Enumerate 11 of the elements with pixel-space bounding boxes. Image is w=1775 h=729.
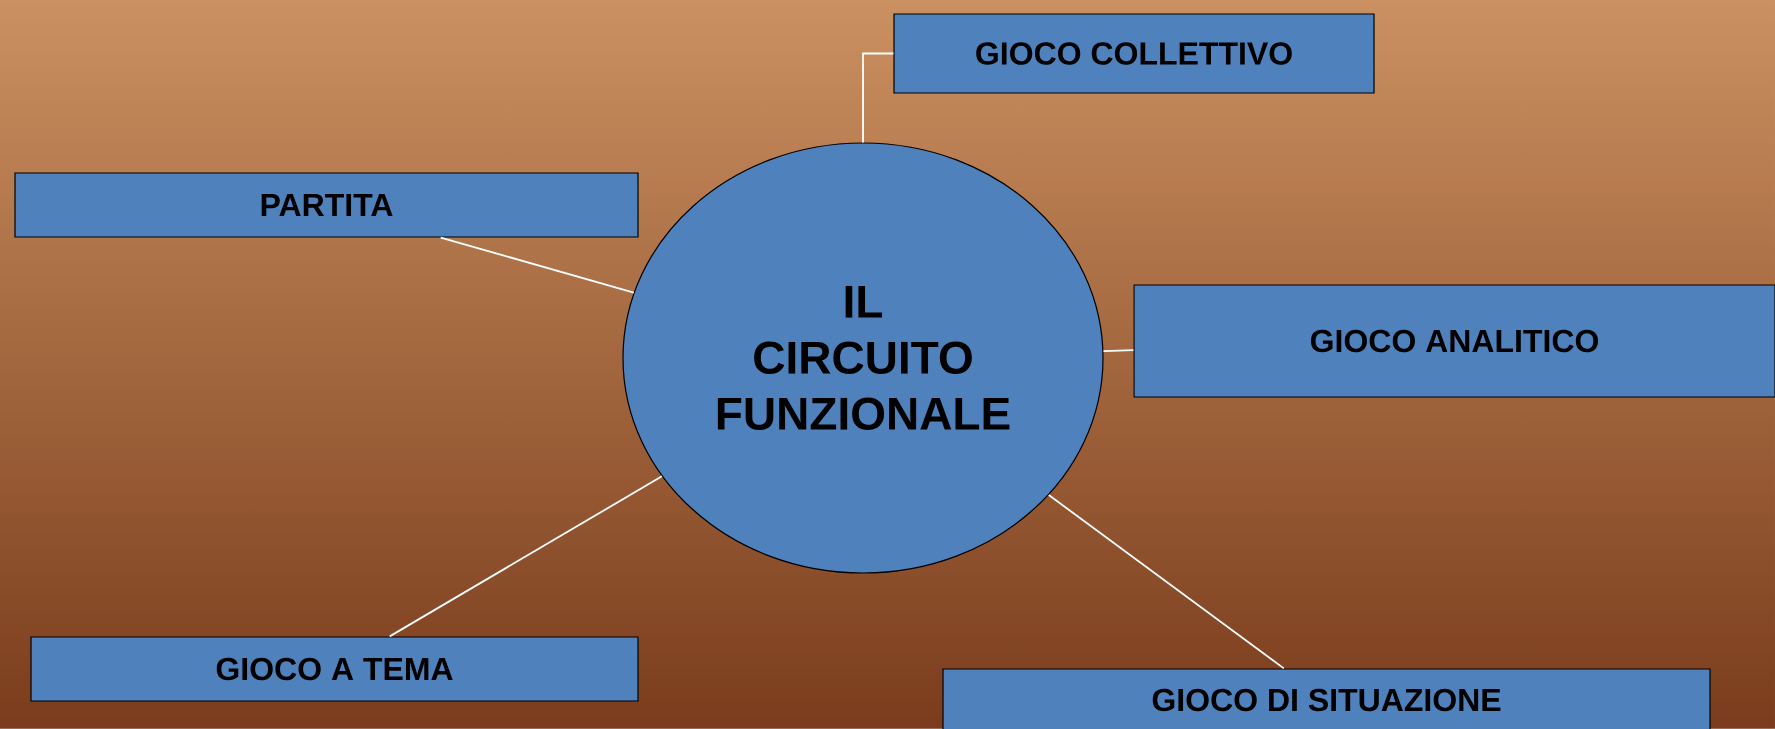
connector-line xyxy=(862,52,895,144)
label-box: GIOCO A TEMA xyxy=(30,636,639,702)
circle-node: IL CIRCUITO FUNZIONALE xyxy=(622,142,1104,574)
connector-line xyxy=(1047,494,1285,670)
label-box: GIOCO COLLETTIVO xyxy=(893,13,1375,94)
connector-line xyxy=(439,236,635,294)
connector-line xyxy=(388,475,663,638)
label-box: GIOCO ANALITICO xyxy=(1133,284,1775,398)
label-box: PARTITA xyxy=(14,172,639,238)
label-box: GIOCO DI SITUAZIONE xyxy=(942,668,1711,729)
connector-line xyxy=(1102,349,1135,352)
